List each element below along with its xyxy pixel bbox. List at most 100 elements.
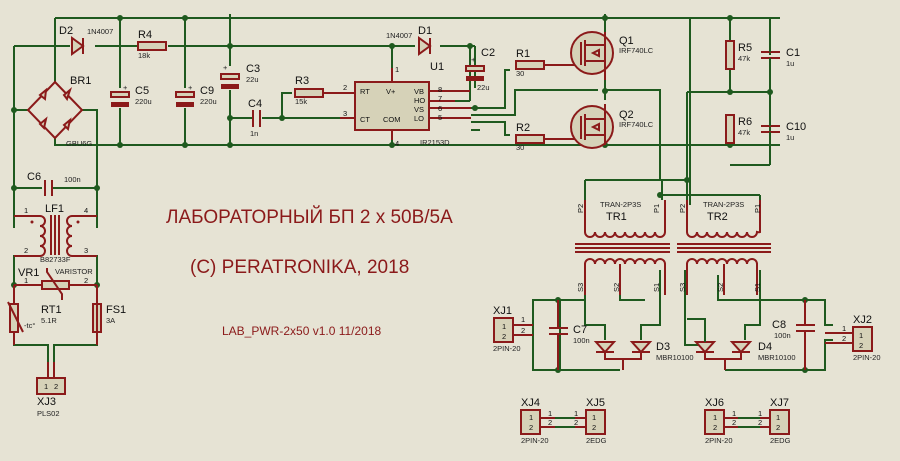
xj4-value: 2PIN-20 [521, 436, 549, 445]
connector-xj7[interactable]: 1 2 1 2 XJ7 2EDG [758, 397, 791, 445]
u1-pin-com: COM [383, 115, 401, 124]
varistor-vr1[interactable]: VR1 VARISTOR 1 2 [14, 267, 97, 300]
xj5-pin-1a: 1 [592, 413, 596, 422]
xj5-value: 2EDG [586, 436, 607, 445]
u1-pin-vplus: V+ [386, 87, 396, 96]
r6-value: 47k [738, 128, 750, 137]
tr1-ref: TR1 [606, 211, 627, 223]
u1-pin-vs: VS [414, 105, 424, 114]
d3-value: MBR10100 [656, 353, 694, 362]
xj5-ref: XJ5 [586, 397, 605, 409]
xj3-ref: XJ3 [37, 396, 56, 408]
xj7-pin-1a: 1 [776, 413, 780, 422]
xj4-ref: XJ4 [521, 397, 540, 409]
connector-xj6[interactable]: 1 2 1 2 XJ6 2PIN-20 [704, 397, 738, 445]
u1-pin-3: 3 [343, 109, 347, 118]
svg-text:+: + [188, 83, 193, 92]
c7-ref: C7 [573, 324, 587, 336]
ic-u1[interactable]: RT CT V+ COM VB HO VS LO 1 2 3 4 5 6 7 8… [340, 61, 471, 148]
resistor-r2[interactable]: R2 30 [515, 122, 575, 152]
diode-d3[interactable]: D3 MBR10100 [593, 341, 694, 370]
tr2-pin-s1: S1 [753, 283, 762, 292]
xj7-ref: XJ7 [770, 397, 789, 409]
xj6-pin-1a: 1 [713, 413, 717, 422]
c7-value: 100n [573, 336, 590, 345]
xj6-pin-1b: 1 [732, 409, 736, 418]
diode-d1[interactable]: D1 1N4007 [386, 25, 432, 56]
r3-value: 15k [295, 97, 307, 106]
xj6-pin-2b: 2 [732, 418, 736, 427]
resistor-r6[interactable]: R6 47k [725, 114, 752, 144]
transformer-tr2[interactable]: TRAN-2P3S TR2 P2 P1 S3 S2 S1 [677, 200, 771, 295]
vr1-value: VARISTOR [55, 267, 93, 276]
title-line-3: LAB_PWR-2x50 v1.0 11/2018 [222, 324, 382, 338]
xj2-pin-1a: 1 [859, 331, 863, 340]
xj4-pin-1a: 1 [529, 413, 533, 422]
tr2-ref: TR2 [707, 211, 728, 223]
u1-value: IR2153D [420, 138, 450, 147]
xj1-value: 2PIN-20 [493, 344, 521, 353]
connector-xj2[interactable]: 1 2 1 2 XJ2 2PIN-20 [825, 314, 881, 362]
diode-d2[interactable]: D2 1N4007 [59, 25, 113, 56]
fuse-fs1[interactable]: FS1 3A [92, 285, 126, 345]
capacitor-c5[interactable]: + C5 220u [110, 83, 152, 107]
thermistor-rt1[interactable]: -tc° RT1 5.1R [7, 285, 62, 345]
transformer-tr1[interactable]: TRAN-2P3S TR1 P2 P1 S3 S2 S1 [575, 200, 670, 295]
resistor-r3[interactable]: R3 15k [294, 75, 355, 106]
xj1-pin-1a: 1 [502, 322, 506, 331]
capacitor-c3[interactable]: + C3 22u [220, 63, 260, 89]
c6-value: 100n [64, 175, 81, 184]
diode-d4[interactable]: D4 MBR10100 [687, 318, 796, 370]
xj6-ref: XJ6 [705, 397, 724, 409]
connector-xj4[interactable]: 1 2 1 2 XJ4 2PIN-20 [520, 397, 555, 445]
tr1-pin-p2: P2 [576, 204, 585, 213]
connector-xj5[interactable]: 1 2 1 2 XJ5 2EDG [574, 397, 607, 445]
u1-pin-2: 2 [343, 83, 347, 92]
capacitor-c8[interactable]: C8 100n [772, 300, 815, 370]
vr1-pin-2: 2 [84, 276, 88, 285]
capacitor-c2[interactable]: + C2 22u [465, 47, 495, 92]
xj7-pin-2a: 2 [776, 423, 780, 432]
lf1-pin-2: 2 [24, 246, 28, 255]
capacitor-c1[interactable]: C1 1u [761, 18, 800, 92]
c10-ref: C10 [786, 121, 806, 133]
tr2-pin-p2: P2 [678, 204, 687, 213]
c2-ref: C2 [481, 47, 495, 59]
xj4-pin-1b: 1 [548, 409, 552, 418]
resistor-r1[interactable]: R1 30 [515, 48, 575, 78]
connector-xj1[interactable]: 1 2 1 2 XJ1 2PIN-20 [493, 305, 533, 353]
mosfet-q2[interactable]: Q2 IRF740LC [570, 104, 654, 149]
lf1-ref: LF1 [45, 203, 64, 215]
c3-ref: C3 [246, 63, 260, 75]
r1-value: 30 [516, 69, 524, 78]
mosfet-q1[interactable]: Q1 IRF740LC [570, 31, 654, 80]
resistor-r4[interactable]: R4 18k [137, 29, 167, 60]
capacitor-c7[interactable]: C7 100n [549, 300, 590, 370]
xj5-pin-1b: 1 [574, 409, 578, 418]
c2-value: 22u [477, 83, 490, 92]
xj2-ref: XJ2 [853, 314, 872, 326]
r1-ref: R1 [516, 48, 530, 60]
r4-value: 18k [138, 51, 150, 60]
capacitor-c10[interactable]: C10 1u [730, 92, 806, 166]
capacitor-c9[interactable]: + C9 220u [175, 83, 217, 107]
tr1-pin-s2: S2 [612, 283, 621, 292]
c4-value: 1n [250, 129, 258, 138]
capacitor-c6[interactable]: C6 100n [27, 171, 81, 196]
capacitor-c4[interactable]: C4 1n [248, 98, 262, 138]
c8-value: 100n [774, 331, 791, 340]
rt1-tc-mark: -tc° [24, 321, 35, 330]
c3-value: 22u [246, 75, 259, 84]
xj6-pin-2a: 2 [713, 423, 717, 432]
xj5-pin-2a: 2 [592, 423, 596, 432]
br1-value: GBU6G [66, 139, 92, 148]
u1-pin-lo: LO [414, 114, 424, 123]
vr1-pin-1: 1 [24, 276, 28, 285]
resistor-r5[interactable]: R5 47k [725, 40, 752, 70]
bridge-br1[interactable]: BR1 GBU6G [26, 75, 92, 148]
tr1-pin-s1: S1 [652, 283, 661, 292]
c1-ref: C1 [786, 47, 800, 59]
q2-ref: Q2 [619, 109, 634, 121]
inductor-lf1[interactable]: LF1 B82733F 1 2 3 4 [14, 203, 97, 264]
connector-xj3[interactable]: 1 2 XJ3 PLS02 [36, 362, 66, 418]
